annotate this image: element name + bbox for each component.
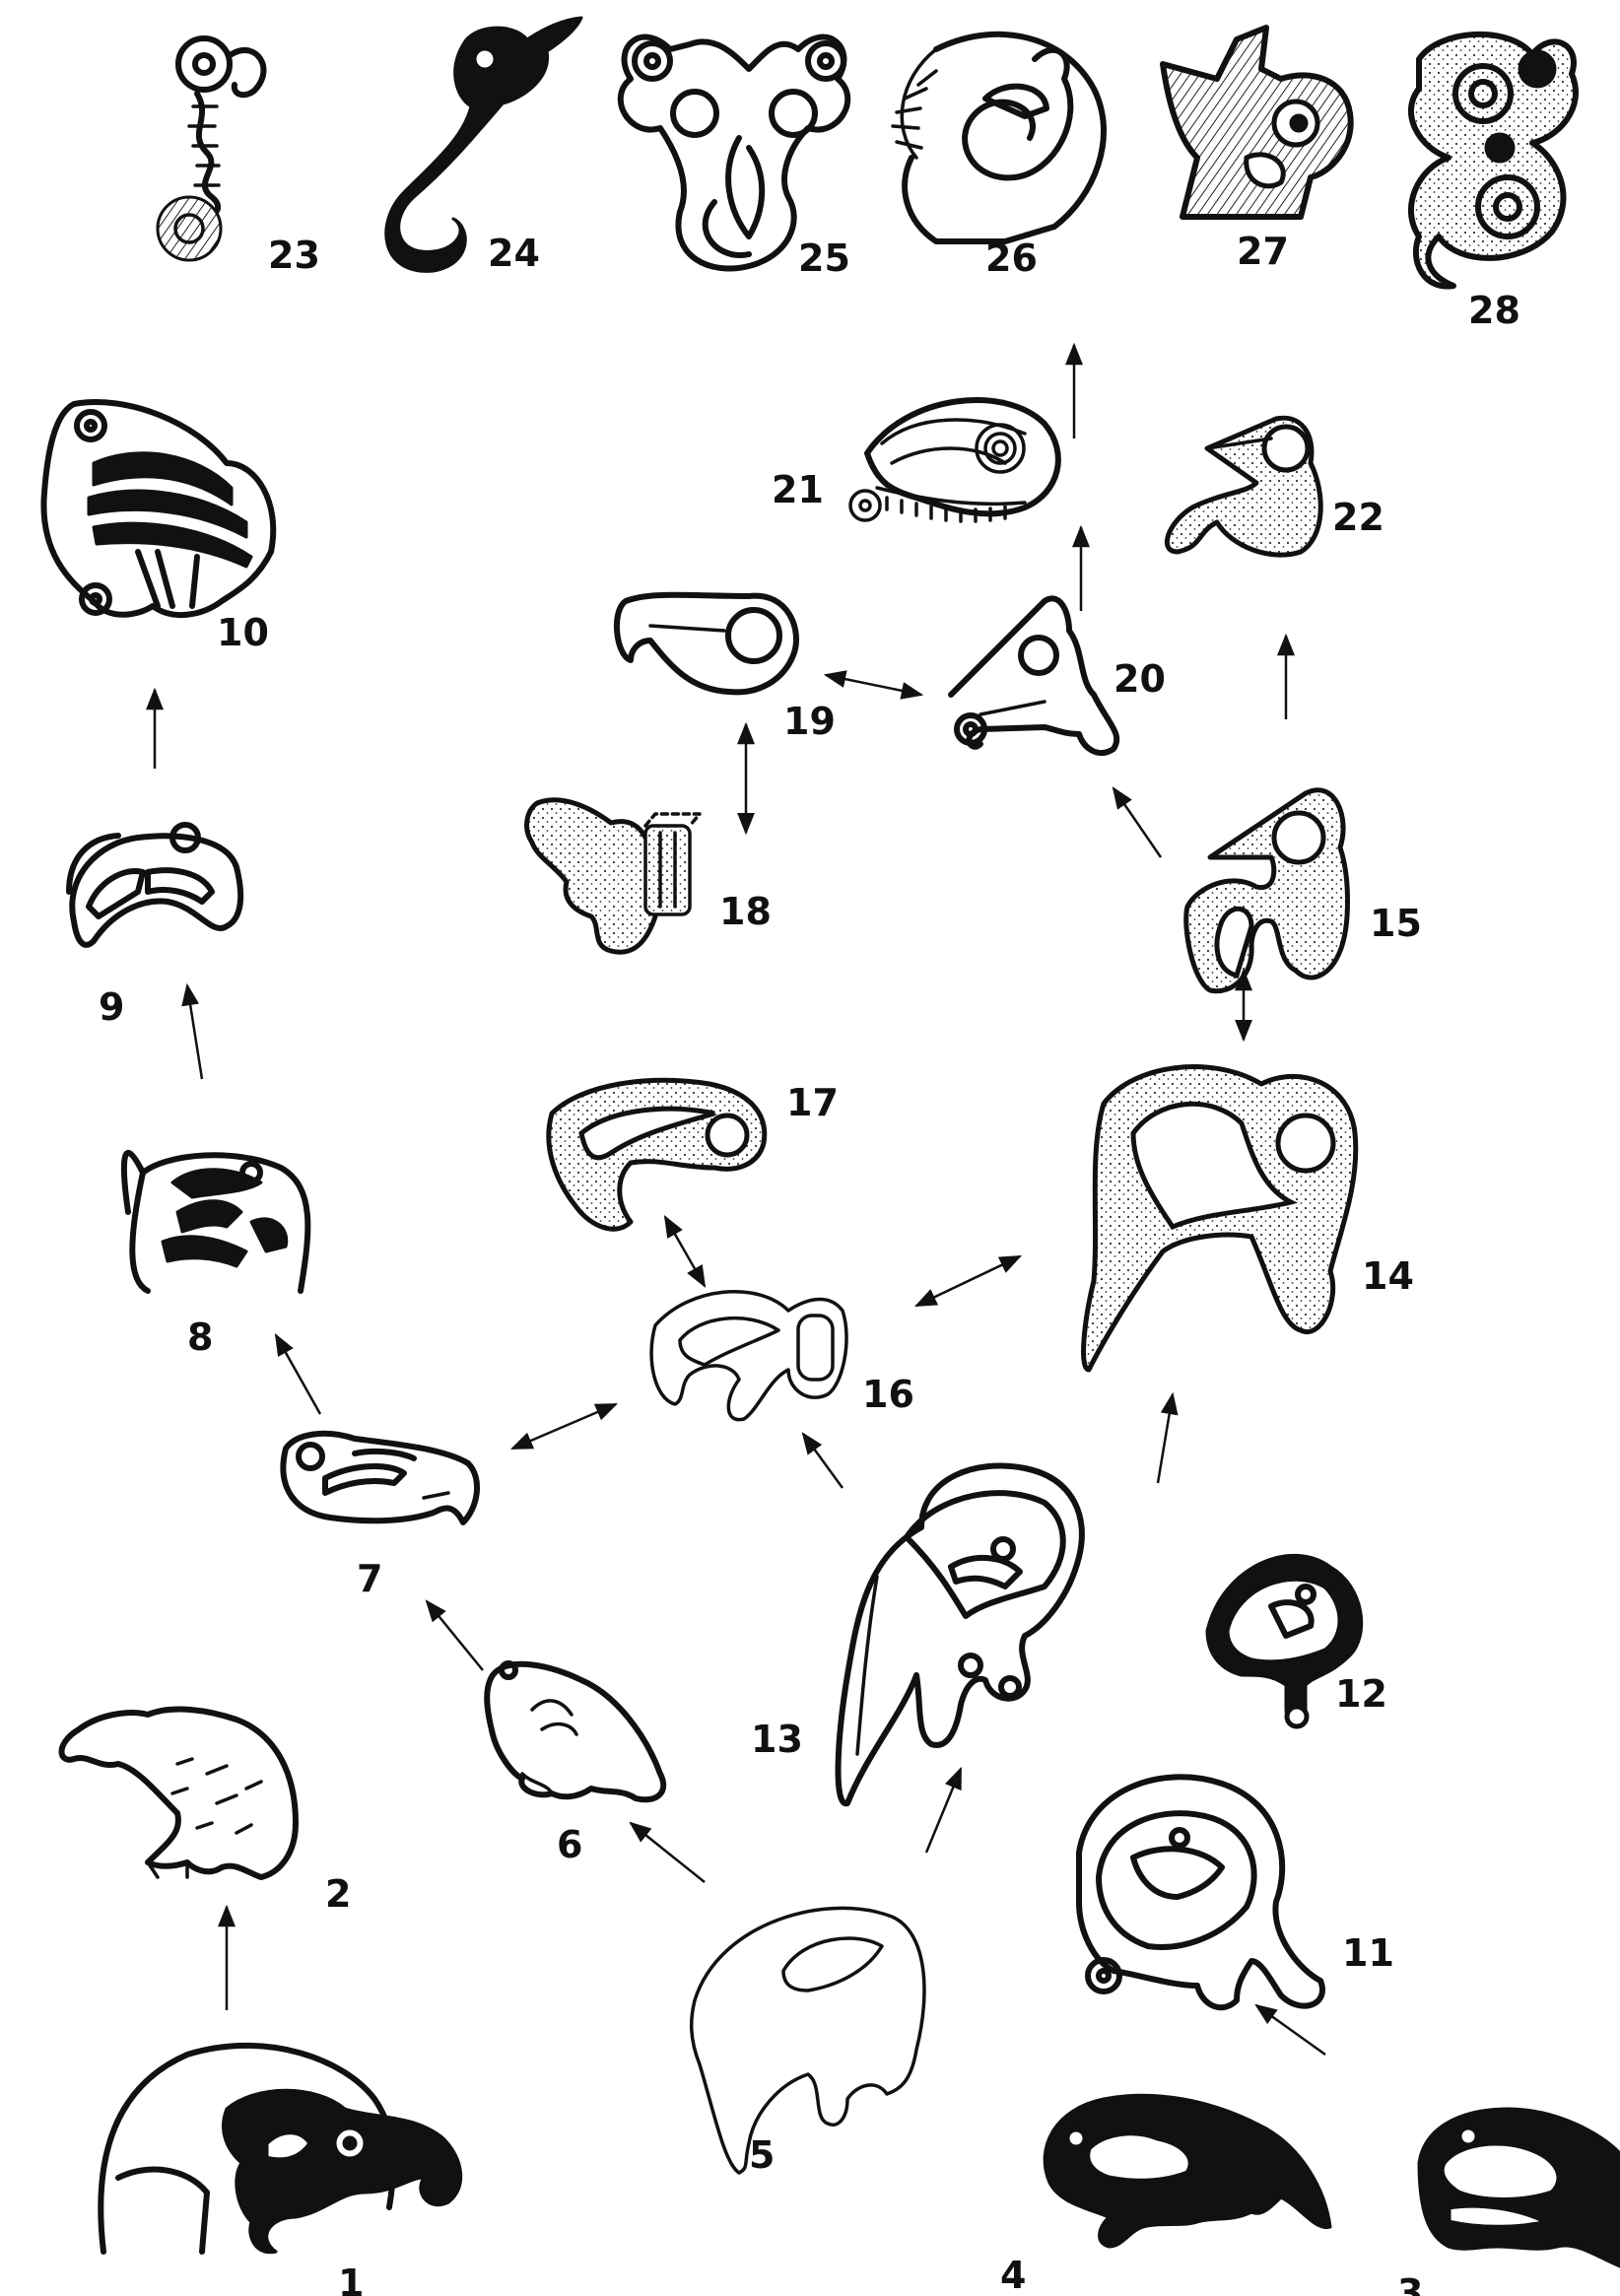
arrow-7-16 [509, 1402, 619, 1451]
figure-24: 24 [384, 16, 583, 275]
label-5: 5 [749, 2133, 775, 2177]
figure-5: 5 [689, 1906, 926, 2177]
label-18: 18 [719, 890, 772, 933]
figure-13: 13 [751, 1462, 1085, 1807]
label-4: 4 [1000, 2254, 1026, 2296]
arrow-5-to-13 [924, 1766, 963, 1854]
label-28: 28 [1468, 289, 1520, 332]
arrow-16-14 [913, 1254, 1023, 1308]
label-19: 19 [783, 700, 836, 743]
label-6: 6 [557, 1823, 582, 1866]
label-24: 24 [488, 232, 540, 275]
figure-23: 23 [156, 35, 320, 277]
arrow-15-to-20 [1112, 786, 1163, 858]
arrow-13-to-16 [801, 1432, 844, 1489]
label-11: 11 [1342, 1931, 1394, 1975]
figure-9: 9 [66, 822, 244, 1029]
figure-22: 22 [1164, 415, 1384, 558]
label-1: 1 [338, 2262, 364, 2296]
label-15: 15 [1370, 902, 1422, 945]
figure-18: 18 [524, 797, 772, 955]
figure-17: 17 [546, 1077, 839, 1232]
figure-3: 3 [1397, 2107, 1620, 2296]
label-17: 17 [786, 1081, 839, 1124]
label-12: 12 [1335, 1672, 1387, 1716]
arrow-3-to-11 [1254, 2003, 1326, 2057]
figure-6: 6 [484, 1660, 667, 1866]
label-8: 8 [187, 1316, 213, 1359]
label-21: 21 [772, 468, 824, 511]
figure-14: 14 [1081, 1064, 1414, 1373]
figure-1: 1 [98, 2042, 463, 2296]
label-25: 25 [798, 236, 850, 280]
label-20: 20 [1114, 657, 1166, 701]
figure-10: 10 [40, 399, 277, 654]
label-23: 23 [268, 234, 320, 277]
label-14: 14 [1362, 1254, 1414, 1298]
figure-16: 16 [649, 1290, 914, 1422]
label-13: 13 [751, 1718, 803, 1761]
figure-12: 12 [1205, 1553, 1387, 1729]
label-7: 7 [357, 1557, 382, 1600]
arrow-7-to-8 [274, 1333, 322, 1415]
arrow-6-to-7 [425, 1599, 484, 1671]
figure-7: 7 [280, 1430, 481, 1600]
arrow-16-17 [663, 1215, 707, 1288]
label-26: 26 [985, 236, 1038, 280]
label-10: 10 [217, 611, 269, 654]
figure-15: 15 [1183, 787, 1422, 994]
figure-2: 2 [58, 1706, 351, 1916]
label-27: 27 [1237, 230, 1289, 273]
figure-26: 26 [891, 31, 1107, 280]
figure-11: 11 [1076, 1774, 1394, 2011]
label-9: 9 [99, 985, 124, 1029]
label-22: 22 [1332, 496, 1384, 539]
figure-20: 20 [948, 595, 1166, 756]
arrow-8-to-9 [181, 982, 204, 1080]
figure-4: 4 [1000, 2093, 1332, 2296]
label-3: 3 [1397, 2271, 1423, 2296]
figure-28: 28 [1407, 31, 1580, 332]
label-2: 2 [325, 1872, 351, 1916]
figure-8: 8 [120, 1150, 311, 1359]
arrow-5-to-6 [629, 1821, 706, 1883]
label-16: 16 [862, 1373, 914, 1416]
figure-19: 19 [613, 591, 836, 743]
arrow-19-20 [823, 670, 924, 700]
arrows [146, 342, 1326, 2057]
figure-27: 27 [1160, 25, 1354, 273]
arrow-13-to-14 [1156, 1391, 1179, 1484]
figure-25: 25 [617, 34, 851, 280]
figure-21: 21 [772, 397, 1061, 523]
